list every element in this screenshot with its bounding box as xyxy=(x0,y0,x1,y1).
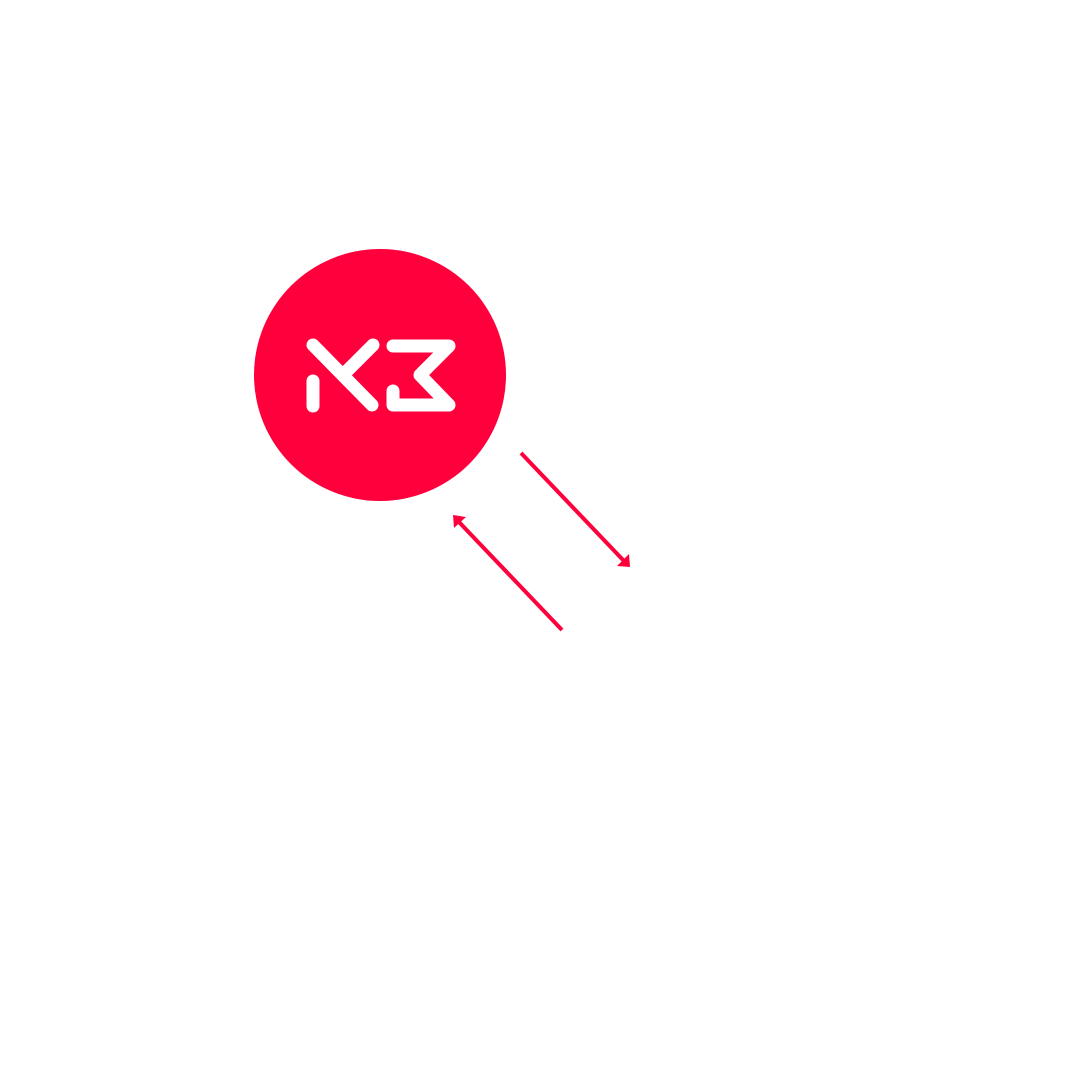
arrow-up-left-icon xyxy=(453,515,564,632)
logo-glyph-kz xyxy=(306,338,456,413)
kz-monogram-logo: KZ xyxy=(254,249,506,501)
arrow-down-right-icon xyxy=(519,451,630,567)
logo-circle xyxy=(254,249,506,501)
